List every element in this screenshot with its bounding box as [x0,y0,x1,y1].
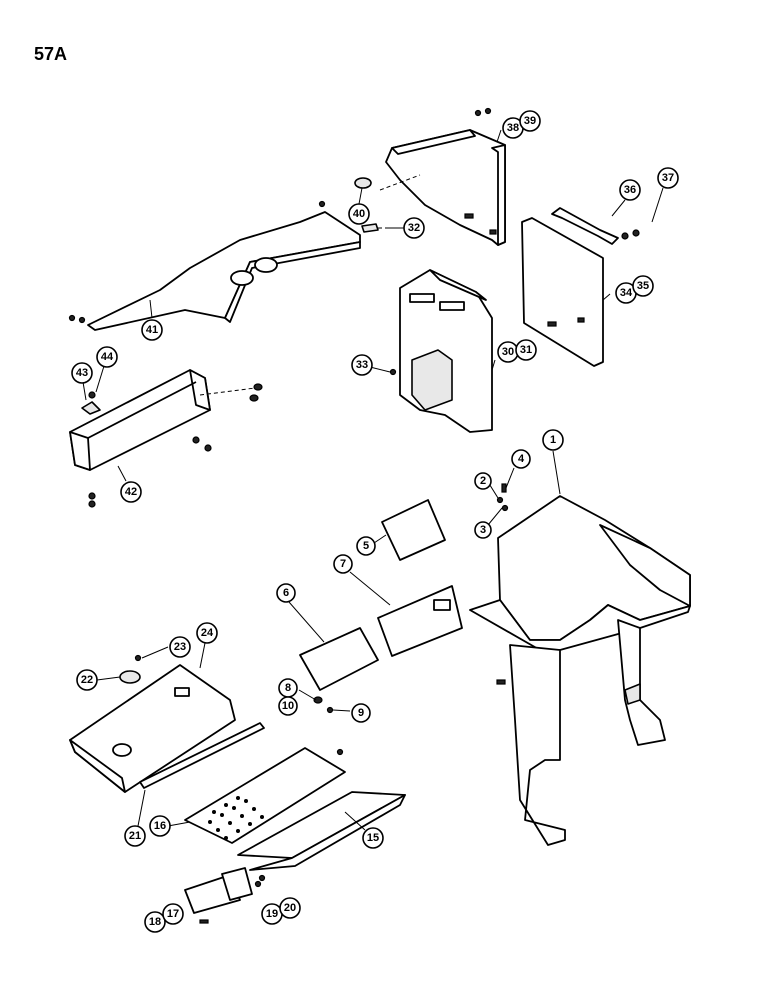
part-7-plate [377,585,463,657]
parts-17-20-brackets [184,867,266,924]
part-24-floor [69,654,236,793]
perforations [208,796,264,840]
callout-21-label: 21 [129,830,141,842]
callout-23: 23 [169,636,191,658]
callout-44: 44 [96,346,118,368]
callout-2-label: 2 [480,475,486,487]
callout-9-label: 9 [358,707,364,719]
callout-18: 18 [144,911,166,933]
callout-24-label: 24 [201,627,214,639]
part-15-plate [237,791,406,871]
callout-16: 16 [149,815,171,837]
callout-8: 8 [278,678,298,698]
callout-3-label: 3 [480,524,486,536]
callout-15-label: 15 [367,832,379,844]
callout-43-label: 43 [76,367,88,379]
part-36-handle [551,207,640,245]
callout-23-label: 23 [174,641,186,653]
callout-38-label: 38 [507,122,519,134]
callout-3: 3 [474,521,492,539]
callout-32: 32 [403,217,425,239]
callout-20: 20 [279,897,301,919]
callout-37-label: 37 [662,172,674,184]
callout-7: 7 [333,554,353,574]
callout-42: 42 [120,481,142,503]
part-5-plate [381,499,446,561]
callout-1: 1 [542,429,564,451]
callout-21: 21 [124,825,146,847]
callout-22-label: 22 [81,674,93,686]
callout-35-label: 35 [637,280,649,292]
callout-30-label: 30 [502,346,514,358]
callout-8-label: 8 [285,682,291,694]
callout-39: 39 [519,110,541,132]
callout-43: 43 [71,362,93,384]
callout-6-label: 6 [283,587,289,599]
callout-24: 24 [196,622,218,644]
callout-10-label: 10 [282,700,294,712]
page-number: 57A [34,44,67,64]
callout-4: 4 [511,449,531,469]
callout-36: 36 [619,179,641,201]
callout-7-label: 7 [340,558,346,570]
callout-17-label: 17 [167,908,179,920]
callout-41: 41 [141,319,163,341]
leader-lines [82,129,664,831]
callout-35: 35 [632,275,654,297]
callout-40: 40 [348,203,370,225]
callout-44-label: 44 [101,351,114,363]
callout-4-label: 4 [518,453,525,465]
callout-15: 15 [362,827,384,849]
callout-39-label: 39 [524,115,536,127]
callout-36-label: 36 [624,184,636,196]
callout-37: 37 [657,167,679,189]
callout-34-label: 34 [620,287,633,299]
callout-6: 6 [276,583,296,603]
callout-41-label: 41 [146,324,158,336]
callout-2: 2 [474,472,492,490]
part-43-latch [81,391,101,415]
callout-32-label: 32 [408,222,420,234]
part-34-plate [521,217,604,367]
parts-2-3-4-hardware [496,483,509,512]
part-30-housing [389,269,493,433]
part-16-plate [184,747,346,844]
part-41-dash-panel [68,200,361,331]
callout-38: 38 [502,117,524,139]
callout-5: 5 [356,536,376,556]
callout-40-label: 40 [353,208,365,220]
callout-31-label: 31 [520,344,532,356]
callout-17: 17 [162,903,184,925]
callout-19-label: 19 [266,908,278,920]
callout-22: 22 [76,669,98,691]
callout-33: 33 [351,354,373,376]
part-40-grommet [354,177,372,189]
parts-8-9-10-hardware [313,696,334,714]
callout-42-label: 42 [125,486,137,498]
callout-30: 30 [497,341,519,363]
part-6-plate [299,627,379,691]
callout-18-label: 18 [149,916,161,928]
callout-10: 10 [278,696,298,716]
callout-33-label: 33 [356,359,368,371]
callout-20-label: 20 [284,902,296,914]
callout-34: 34 [615,282,637,304]
callout-5-label: 5 [363,540,369,552]
part-38-side-panel [379,107,506,246]
callout-9: 9 [351,703,371,723]
callout-31: 31 [515,339,537,361]
part-1-cowl [469,495,691,846]
callout-16-label: 16 [154,820,166,832]
callout-1-label: 1 [550,434,556,446]
part-42-frame [69,369,263,508]
part-21-strip [139,722,265,789]
callout-19: 19 [261,903,283,925]
